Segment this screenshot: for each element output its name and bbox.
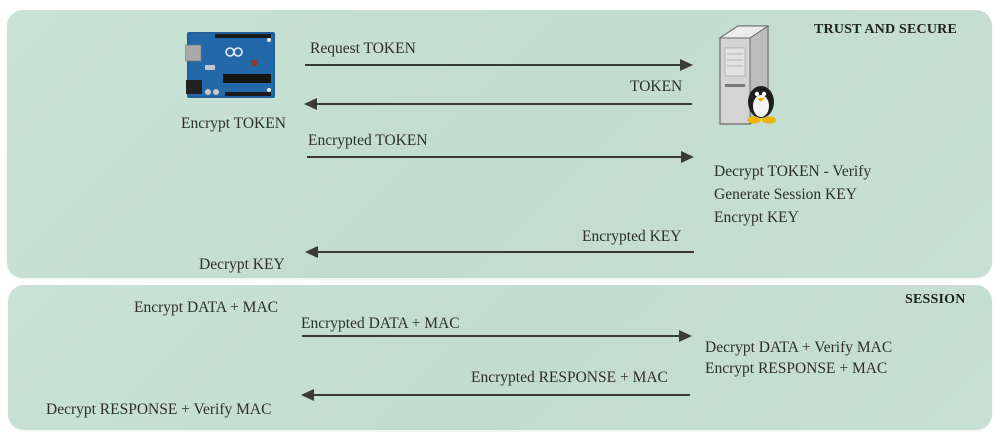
message-label-request-token: Request TOKEN: [310, 40, 416, 57]
server-note-encrypt-key: Encrypt KEY: [714, 209, 799, 226]
session-panel: [8, 285, 992, 430]
server-note-generate-key: Generate Session KEY: [714, 186, 857, 203]
arrow-request-token: [305, 59, 693, 71]
message-label-encrypted-response: Encrypted RESPONSE + MAC: [471, 369, 668, 386]
trust-panel-title: TRUST AND SECURE: [814, 22, 957, 37]
message-label-token: TOKEN: [630, 78, 683, 95]
server-note-decrypt-token: Decrypt TOKEN - Verify: [714, 163, 872, 180]
message-label-encrypted-key: Encrypted KEY: [582, 228, 682, 245]
server-note-decrypt-data: Decrypt DATA + Verify MAC: [705, 339, 893, 356]
message-label-encrypted-data: Encrypted DATA + MAC: [301, 315, 460, 332]
trust-and-secure-panel: [7, 10, 992, 278]
arrow-encrypted-data: [302, 330, 692, 342]
arrow-encrypted-response: [301, 389, 690, 401]
linux-server-icon: [718, 25, 776, 125]
arduino-board-icon: [185, 32, 275, 98]
client-note-decrypt-response: Decrypt RESPONSE + Verify MAC: [46, 401, 272, 418]
client-note-encrypt-data: Encrypt DATA + MAC: [134, 299, 278, 316]
client-note-encrypt-token: Encrypt TOKEN: [181, 115, 286, 132]
client-note-decrypt-key: Decrypt KEY: [199, 256, 285, 273]
session-panel-title: SESSION: [905, 292, 966, 307]
arrow-token: [304, 98, 692, 110]
server-note-encrypt-response: Encrypt RESPONSE + MAC: [705, 360, 888, 377]
message-label-encrypted-token: Encrypted TOKEN: [308, 132, 428, 149]
arrow-encrypted-key: [305, 246, 694, 258]
arrow-encrypted-token: [307, 151, 694, 163]
